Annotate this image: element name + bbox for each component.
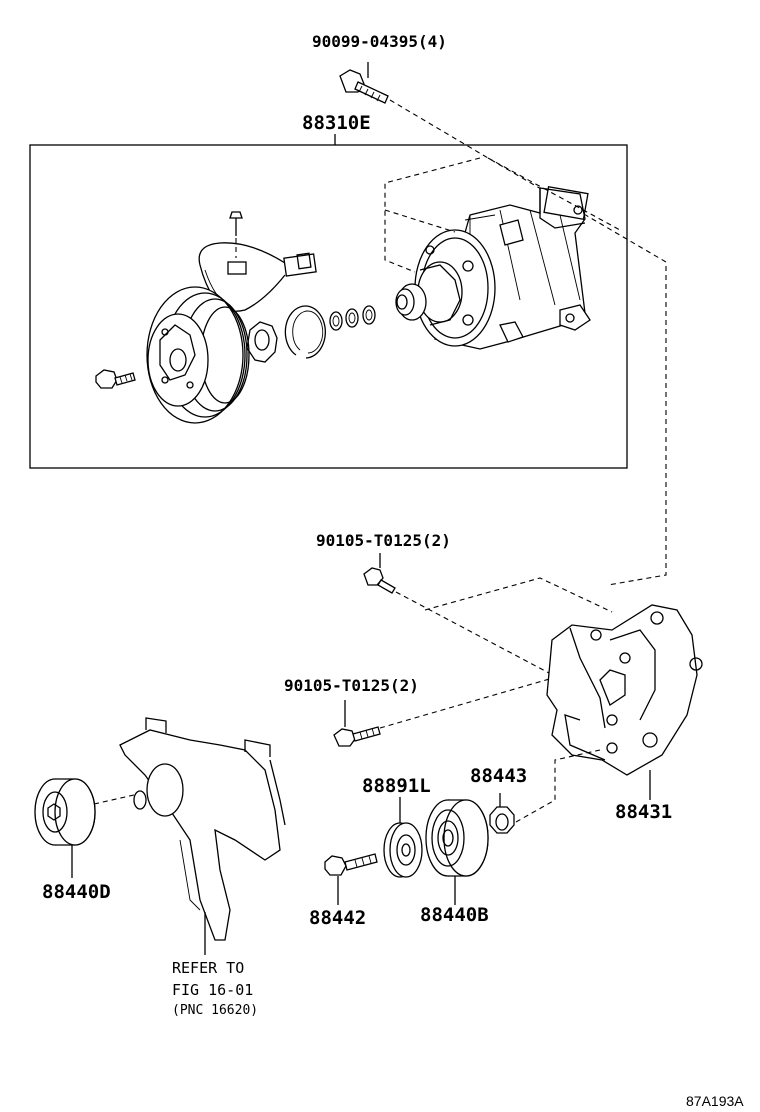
bracket-88431 xyxy=(546,604,703,776)
compressor-assembly-box xyxy=(29,144,628,469)
idler-pulley-88440B xyxy=(425,799,489,877)
label-nut: 88443 xyxy=(470,765,528,787)
clutch-pulley xyxy=(146,286,250,424)
label-bolt-mid-1: 90105-T0125(2) xyxy=(316,531,451,550)
label-spacer: 88891L xyxy=(362,775,431,797)
reference-note: REFER TO FIG 16-01 (PNC 16620) xyxy=(172,958,258,1020)
bolt-88442 xyxy=(324,853,378,876)
reference-line-3: (PNC 16620) xyxy=(172,1002,259,1018)
label-bolt-pulley: 88442 xyxy=(309,907,367,929)
idler-pulley-left xyxy=(34,778,96,846)
top-bolt-part xyxy=(339,62,389,104)
label-bolt-top: 90099-04395(4) xyxy=(312,32,447,51)
reference-line-2: FIG 16-01 xyxy=(172,980,254,999)
label-idler-pulley: 88440B xyxy=(420,904,489,926)
spacer-88891L xyxy=(383,822,423,878)
label-compressor-assy: 88310E xyxy=(302,112,371,134)
pulley-bolt xyxy=(95,369,136,389)
reference-line-1: REFER TO xyxy=(172,959,245,977)
figure-number: 87A193A xyxy=(686,1093,744,1109)
label-bracket: 88431 xyxy=(615,801,673,823)
mid-bolt-lower xyxy=(333,726,381,747)
left-bracket xyxy=(119,717,286,941)
nut-88443 xyxy=(489,806,515,834)
label-idler-pulley-left: 88440D xyxy=(42,881,111,903)
compressor-body xyxy=(395,185,591,350)
label-bolt-mid-2: 90105-T0125(2) xyxy=(284,676,419,695)
mid-bolt-upper xyxy=(363,567,396,594)
